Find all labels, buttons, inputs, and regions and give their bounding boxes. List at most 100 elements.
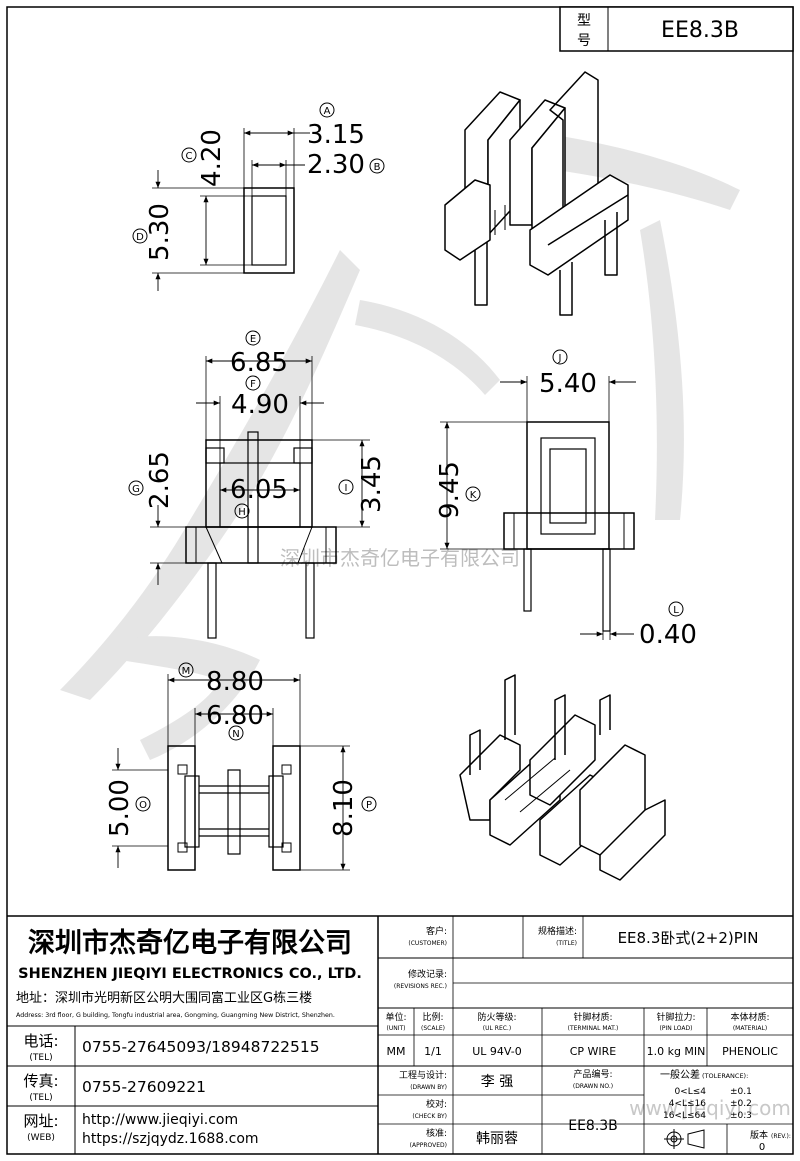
marker-O: O <box>135 796 151 812</box>
pinload-value: 1.0 kg MIN <box>647 1045 706 1058</box>
dim-C-value: 4.20 <box>197 129 227 187</box>
tel-label-en: (TEL) <box>29 1053 52 1063</box>
title-block-grid <box>7 915 793 1154</box>
svg-text:G: G <box>132 484 140 495</box>
approved-label-en: (APPROVED) <box>410 1142 447 1149</box>
svg-text:H: H <box>238 507 246 518</box>
terminal-label-en: (TERMINAL MAT.) <box>568 1025 619 1032</box>
material-value: PHENOLIC <box>722 1045 778 1058</box>
watermark-url: www.jieqiyi.com <box>629 1096 791 1120</box>
marker-M: M <box>178 662 194 678</box>
model-label-bottom: 号 <box>577 33 591 49</box>
isometric-view-bottom <box>459 674 666 881</box>
marker-P: P <box>361 796 377 812</box>
fax-label: 传真: <box>23 1072 58 1090</box>
svg-text:D: D <box>136 232 144 243</box>
ul-label-en: (UL REC.) <box>483 1025 511 1032</box>
marker-I: I <box>338 479 354 495</box>
marker-C: C <box>181 147 197 163</box>
marker-L: L <box>668 601 684 617</box>
svg-text:B: B <box>374 162 381 173</box>
marker-A: A <box>319 102 335 118</box>
svg-text:N: N <box>232 729 239 740</box>
dim-O-value: 5.00 <box>105 779 135 837</box>
svg-text:E: E <box>250 334 256 345</box>
model-value: EE8.3B <box>661 18 739 43</box>
tolerance-table: 0<L≤4 ±0.1 4<L≤16 ±0.2 16<L≤64 ±0.3 <box>663 1087 752 1121</box>
dim-A-value: 3.15 <box>307 120 365 150</box>
rev-label: 版本 <box>750 1129 768 1141</box>
model-box: 型 号 EE8.3B <box>559 6 794 52</box>
svg-text:A: A <box>324 106 331 117</box>
web-label-en: (WEB) <box>27 1133 55 1143</box>
company-address-en: Address: 3rd floor, G building, Tongfu i… <box>16 1012 335 1019</box>
dim-K-value: 9.45 <box>435 461 465 519</box>
company-name-en: SHENZHEN JIEQIYI ELECTRONICS CO., LTD. <box>18 966 362 982</box>
customer-label-en: (CUSTOMER) <box>408 940 447 947</box>
svg-text:P: P <box>366 800 372 811</box>
view-window-section <box>152 128 310 291</box>
tolerance-range-2: 4<L≤16 <box>669 1099 707 1109</box>
tolerance-value-1: ±0.1 <box>730 1087 752 1097</box>
dim-M-value: 8.80 <box>206 667 264 697</box>
dim-L-value: 0.40 <box>639 620 697 650</box>
rev-label-en: (REV.): <box>771 1133 791 1140</box>
check-label: 校对: <box>426 1098 447 1110</box>
marker-H: H <box>234 503 250 519</box>
material-label: 本体材质: <box>730 1011 769 1023</box>
unit-value: MM <box>387 1045 406 1058</box>
title-label: 规格描述: <box>538 925 577 937</box>
pinload-label-en: (PIN LOAD) <box>660 1025 693 1032</box>
fax-label-en: (TEL) <box>29 1093 52 1103</box>
dim-B-value: 2.30 <box>307 150 365 180</box>
svg-text:M: M <box>182 666 191 677</box>
isometric-view-top <box>444 71 629 316</box>
drawn-value: 李 强 <box>481 1074 513 1090</box>
dim-J-value: 5.40 <box>539 369 597 399</box>
scale-value: 1/1 <box>424 1045 442 1058</box>
marker-B: B <box>369 158 385 174</box>
marker-K: K <box>465 486 481 502</box>
web-link-1: http://www.jieqiyi.com <box>82 1112 238 1128</box>
dim-E-value: 6.85 <box>230 348 288 378</box>
ul-value: UL 94V-0 <box>472 1045 522 1058</box>
svg-text:F: F <box>250 379 256 390</box>
svg-text:C: C <box>186 151 193 162</box>
drawing-no-label: 产品编号: <box>573 1068 612 1080</box>
material-label-en: (MATERIAL) <box>733 1025 767 1032</box>
web-label: 网址: <box>23 1112 58 1130</box>
rev-value: 0 <box>759 1142 765 1153</box>
fax-value: 0755-27609221 <box>82 1078 206 1096</box>
tolerance-value-3: ±0.3 <box>730 1111 752 1121</box>
drawing-no-label-en: (DRAWN NO.) <box>573 1083 613 1090</box>
view-bottom <box>112 674 350 871</box>
title-label-en: (TITLE) <box>556 940 577 947</box>
marker-D: D <box>132 228 148 244</box>
unit-label: 单位: <box>385 1011 406 1023</box>
svg-text:J: J <box>558 353 562 364</box>
tel-label: 电话: <box>23 1032 58 1050</box>
customer-label: 客户: <box>426 925 447 937</box>
view-side <box>440 376 636 640</box>
company-address-cn: 地址：深圳市光明新区公明大围同富工业区G栋三楼 <box>16 990 312 1006</box>
svg-text:L: L <box>673 605 679 616</box>
tolerance-range-1: 0<L≤4 <box>674 1087 706 1097</box>
marker-E: E <box>245 330 261 346</box>
drawing-border <box>6 6 794 1155</box>
pinload-label: 针脚拉力: <box>656 1011 695 1023</box>
dim-F-value: 4.90 <box>231 390 289 420</box>
marker-F: F <box>245 375 261 391</box>
tel-value: 0755-27645093/18948722515 <box>82 1038 320 1056</box>
dim-P-value: 8.10 <box>329 779 359 837</box>
drawn-label: 工程与设计: <box>399 1069 447 1081</box>
approved-label: 核准: <box>426 1127 447 1139</box>
svg-text:K: K <box>470 490 477 501</box>
approved-value: 韩丽蓉 <box>476 1131 518 1147</box>
web-link-2: https://szjqydz.1688.com <box>82 1131 259 1147</box>
watermark-text: 深圳市杰奇亿电子有限公司 <box>280 546 520 570</box>
tolerance-label-en: (TOLERANCE): <box>702 1072 748 1080</box>
terminal-label: 针脚材质: <box>573 1011 612 1023</box>
dim-G-value: 2.65 <box>145 451 175 509</box>
scale-label-en: (SCALE) <box>421 1025 445 1032</box>
